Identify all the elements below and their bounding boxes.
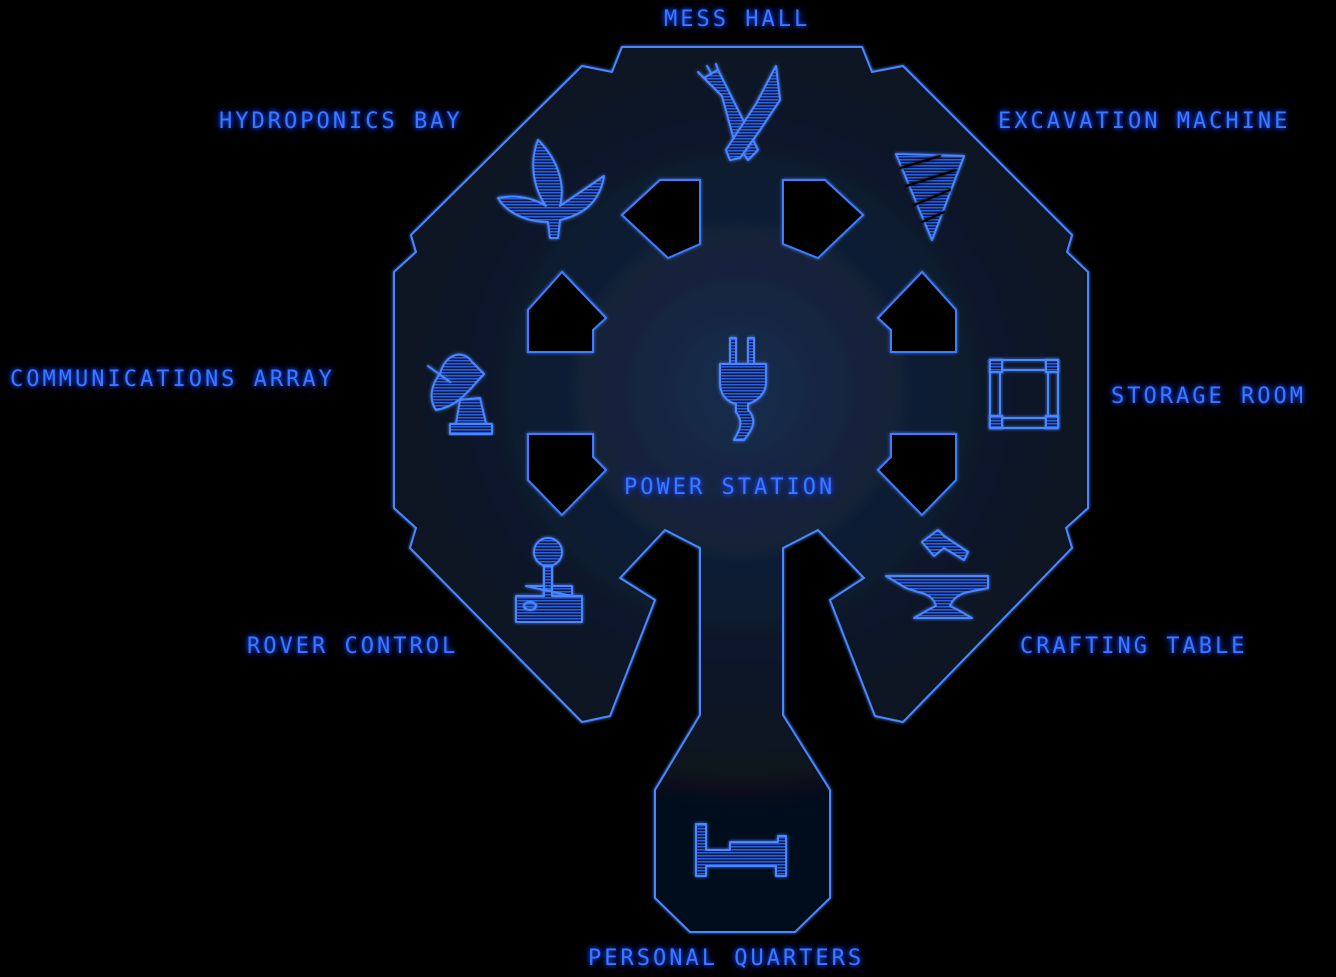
label-mess-hall[interactable]: MESS HALL bbox=[664, 7, 811, 32]
pillar-mid-right-lower bbox=[876, 433, 957, 517]
pillar-mid-left-lower bbox=[527, 433, 608, 517]
leaf-icon[interactable] bbox=[497, 139, 605, 239]
drill-icon[interactable] bbox=[895, 153, 965, 241]
pillar-top-left bbox=[620, 179, 701, 260]
label-excavation-machine[interactable]: EXCAVATION MACHINE bbox=[998, 109, 1291, 134]
pillar-mid-left-upper bbox=[527, 270, 608, 353]
power-plug-icon[interactable] bbox=[719, 337, 767, 441]
label-power-station[interactable]: POWER STATION bbox=[624, 475, 836, 500]
label-personal-quarters[interactable]: PERSONAL QUARTERS bbox=[588, 946, 865, 971]
bed-icon[interactable] bbox=[695, 823, 787, 877]
pillar-mid-right-upper bbox=[876, 270, 957, 353]
label-rover-control[interactable]: ROVER CONTROL bbox=[247, 634, 459, 659]
label-communications-array[interactable]: COMMUNICATIONS ARRAY bbox=[10, 367, 335, 392]
label-hydroponics-bay[interactable]: HYDROPONICS BAY bbox=[219, 109, 463, 134]
crate-icon[interactable] bbox=[989, 359, 1059, 429]
base-floor bbox=[393, 46, 1089, 933]
pillar-top-right bbox=[782, 179, 865, 260]
joystick-icon[interactable] bbox=[515, 537, 583, 623]
fork-knife-icon[interactable] bbox=[697, 63, 781, 161]
label-storage-room[interactable]: STORAGE ROOM bbox=[1111, 384, 1306, 409]
anvil-hammer-icon[interactable] bbox=[885, 529, 989, 619]
satellite-dish-icon[interactable] bbox=[427, 353, 493, 435]
label-crafting-table[interactable]: CRAFTING TABLE bbox=[1020, 634, 1248, 659]
